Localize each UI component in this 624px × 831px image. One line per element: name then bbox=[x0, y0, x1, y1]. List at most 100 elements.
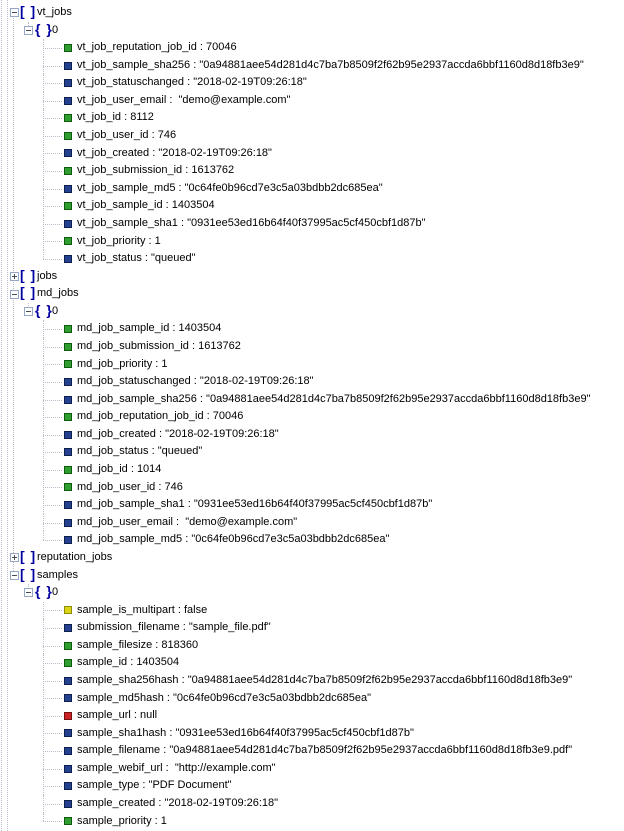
leaf-key: md_job_reputation_job_id bbox=[77, 410, 204, 423]
leaf-key: sample_webif_url bbox=[77, 761, 163, 774]
collapse-icon[interactable] bbox=[10, 570, 19, 580]
expand-icon[interactable] bbox=[10, 553, 19, 563]
leaf-node[interactable]: sample_sha256hash : "0a94881aee54d281d4c… bbox=[77, 672, 572, 690]
array-node-label[interactable]: samples bbox=[37, 568, 78, 581]
array-node-label[interactable]: vt_jobs bbox=[37, 6, 72, 18]
leaf-value: "0a94881aee54d281d4c7ba7b8509f2f62b95e29… bbox=[187, 673, 573, 686]
array-bracket-icon: [ ] bbox=[20, 565, 37, 582]
array-node-label[interactable]: md_jobs bbox=[37, 287, 79, 300]
leaf-node[interactable]: vt_job_id : 8112 bbox=[77, 109, 154, 127]
array-node-row: [ ]jobs bbox=[0, 266, 624, 286]
key-value-separator: : bbox=[162, 761, 172, 774]
leaf-node[interactable]: sample_type : "PDF Document" bbox=[77, 777, 232, 795]
leaf-value: 1 bbox=[160, 814, 167, 827]
collapse-icon[interactable] bbox=[10, 8, 19, 18]
leaf-value: 70046 bbox=[212, 410, 244, 423]
array-bracket-icon: [ ] bbox=[20, 266, 37, 283]
collapse-icon[interactable] bbox=[24, 25, 33, 35]
leaf-node[interactable]: vt_job_user_email : "demo@example.com" bbox=[77, 92, 290, 110]
leaf-node[interactable]: vt_job_reputation_job_id : 70046 bbox=[77, 39, 237, 57]
leaf-node[interactable]: vt_job_sample_id : 1403504 bbox=[77, 197, 215, 215]
leaf-node[interactable]: sample_id : 1403504 bbox=[77, 654, 179, 672]
key-value-separator: : bbox=[196, 41, 207, 54]
key-value-separator: : bbox=[151, 814, 161, 827]
key-value-separator: : bbox=[166, 726, 176, 739]
leaf-node[interactable]: md_job_sample_md5 : "0c64fe0b96cd7e3c5a0… bbox=[77, 531, 389, 549]
number-type-icon bbox=[64, 465, 72, 474]
leaf-value: 818360 bbox=[161, 638, 199, 651]
leaf-value: "2018-02-19T09:26:18" bbox=[199, 375, 314, 388]
leaf-node[interactable]: vt_job_created : "2018-02-19T09:26:18" bbox=[77, 145, 272, 163]
key-value-separator: : bbox=[182, 533, 192, 546]
leaf-node[interactable]: sample_filename : "0a94881aee54d281d4c7b… bbox=[77, 742, 572, 760]
leaf-node[interactable]: vt_job_priority : 1 bbox=[77, 233, 161, 251]
leaf-row: vt_job_priority : 1 bbox=[0, 232, 624, 251]
leaf-node[interactable]: md_job_status : "queued" bbox=[77, 443, 202, 461]
leaf-node[interactable]: vt_job_statuschanged : "2018-02-19T09:26… bbox=[77, 74, 307, 92]
leaf-value: 1403504 bbox=[178, 322, 222, 335]
array-node-label[interactable]: reputation_jobs bbox=[37, 550, 113, 563]
key-value-separator: : bbox=[149, 146, 159, 159]
leaf-node[interactable]: sample_filesize : 818360 bbox=[77, 637, 198, 655]
leaf-node[interactable]: md_job_sample_id : 1403504 bbox=[77, 320, 221, 338]
leaf-row: md_job_sample_id : 1403504 bbox=[0, 320, 624, 338]
leaf-node[interactable]: submission_filename : "sample_file.pdf" bbox=[77, 619, 271, 637]
object-brace-icon: { } bbox=[35, 20, 53, 37]
leaf-row: sample_priority : 1 bbox=[0, 812, 624, 831]
array-node-label[interactable]: jobs bbox=[37, 269, 58, 282]
array-bracket-icon: [ ] bbox=[20, 3, 37, 19]
collapse-icon[interactable] bbox=[24, 307, 33, 317]
leaf-node[interactable]: md_job_user_id : 746 bbox=[77, 479, 183, 497]
leaf-node[interactable]: vt_job_sample_sha256 : "0a94881aee54d281… bbox=[77, 57, 584, 75]
leaf-node[interactable]: md_job_id : 1014 bbox=[77, 461, 161, 479]
object-node-label[interactable]: 0 bbox=[52, 304, 59, 317]
leaf-row: md_job_user_email : "demo@example.com" bbox=[0, 513, 624, 532]
leaf-node[interactable]: md_job_reputation_job_id : 70046 bbox=[77, 408, 243, 426]
leaf-node[interactable]: md_job_statuschanged : "2018-02-19T09:26… bbox=[77, 373, 314, 391]
leaf-value: "0a94881aee54d281d4c7ba7b8509f2f62b95e29… bbox=[206, 392, 591, 405]
leaf-node[interactable]: vt_job_sample_md5 : "0c64fe0b96cd7e3c5a0… bbox=[77, 180, 383, 198]
key-value-separator: : bbox=[184, 498, 194, 511]
object-node-label[interactable]: 0 bbox=[52, 586, 59, 599]
leaf-node[interactable]: sample_created : "2018-02-19T09:26:18" bbox=[77, 795, 278, 813]
key-value-separator: : bbox=[141, 252, 151, 265]
key-value-separator: : bbox=[152, 638, 162, 651]
leaf-node[interactable]: md_job_priority : 1 bbox=[77, 356, 168, 374]
leaf-key: sample_url bbox=[77, 709, 131, 722]
leaf-node[interactable]: md_job_sample_sha256 : "0a94881aee54d281… bbox=[77, 391, 590, 409]
leaf-row: vt_job_sample_sha256 : "0a94881aee54d281… bbox=[0, 56, 624, 75]
leaf-node[interactable]: vt_job_submission_id : 1613762 bbox=[77, 162, 234, 180]
number-type-icon bbox=[64, 483, 72, 492]
expand-icon[interactable] bbox=[10, 271, 19, 281]
leaf-row: vt_job_reputation_job_id : 70046 bbox=[0, 39, 624, 57]
leaf-node[interactable]: sample_sha1hash : "0931ee53ed16b64f40f37… bbox=[77, 725, 414, 743]
leaf-node[interactable]: vt_job_sample_sha1 : "0931ee53ed16b64f40… bbox=[77, 215, 426, 233]
leaf-node[interactable]: md_job_created : "2018-02-19T09:26:18" bbox=[77, 426, 279, 444]
collapse-icon[interactable] bbox=[24, 588, 33, 598]
leaf-node[interactable]: md_job_submission_id : 1613762 bbox=[77, 338, 241, 356]
leaf-row: md_job_sample_md5 : "0c64fe0b96cd7e3c5a0… bbox=[0, 531, 624, 549]
leaf-node[interactable]: vt_job_user_id : 746 bbox=[77, 127, 176, 145]
leaf-node[interactable]: sample_webif_url : "http://example.com" bbox=[77, 760, 276, 778]
number-type-icon bbox=[64, 43, 72, 52]
leaf-node[interactable]: sample_priority : 1 bbox=[77, 813, 167, 831]
string-type-icon bbox=[64, 676, 72, 685]
leaf-node[interactable]: sample_is_multipart : false bbox=[77, 602, 207, 620]
key-value-separator: : bbox=[155, 480, 165, 493]
leaf-value: "2018-02-19T09:26:18" bbox=[164, 797, 279, 810]
leaf-node[interactable]: sample_md5hash : "0c64fe0b96cd7e3c5a03bd… bbox=[77, 690, 371, 708]
string-type-icon bbox=[64, 219, 72, 228]
leaf-node[interactable]: vt_job_status : "queued" bbox=[77, 250, 196, 268]
key-value-separator: : bbox=[121, 111, 131, 124]
leaf-key: vt_job_status bbox=[77, 252, 142, 265]
minus-bar bbox=[12, 574, 17, 576]
leaf-node[interactable]: md_job_user_email : "demo@example.com" bbox=[77, 514, 297, 532]
leaf-node[interactable]: sample_url : null bbox=[77, 707, 157, 725]
collapse-icon[interactable] bbox=[10, 289, 19, 299]
leaf-value: "2018-02-19T09:26:18" bbox=[165, 427, 279, 440]
leaf-key: sample_created bbox=[77, 797, 156, 810]
leaf-value: "0c64fe0b96cd7e3c5a03bdbb2dc685ea" bbox=[184, 181, 383, 194]
leaf-node[interactable]: md_job_sample_sha1 : "0931ee53ed16b64f40… bbox=[77, 496, 432, 514]
object-node-label[interactable]: 0 bbox=[52, 23, 59, 36]
leaf-value: 1613762 bbox=[191, 164, 235, 177]
